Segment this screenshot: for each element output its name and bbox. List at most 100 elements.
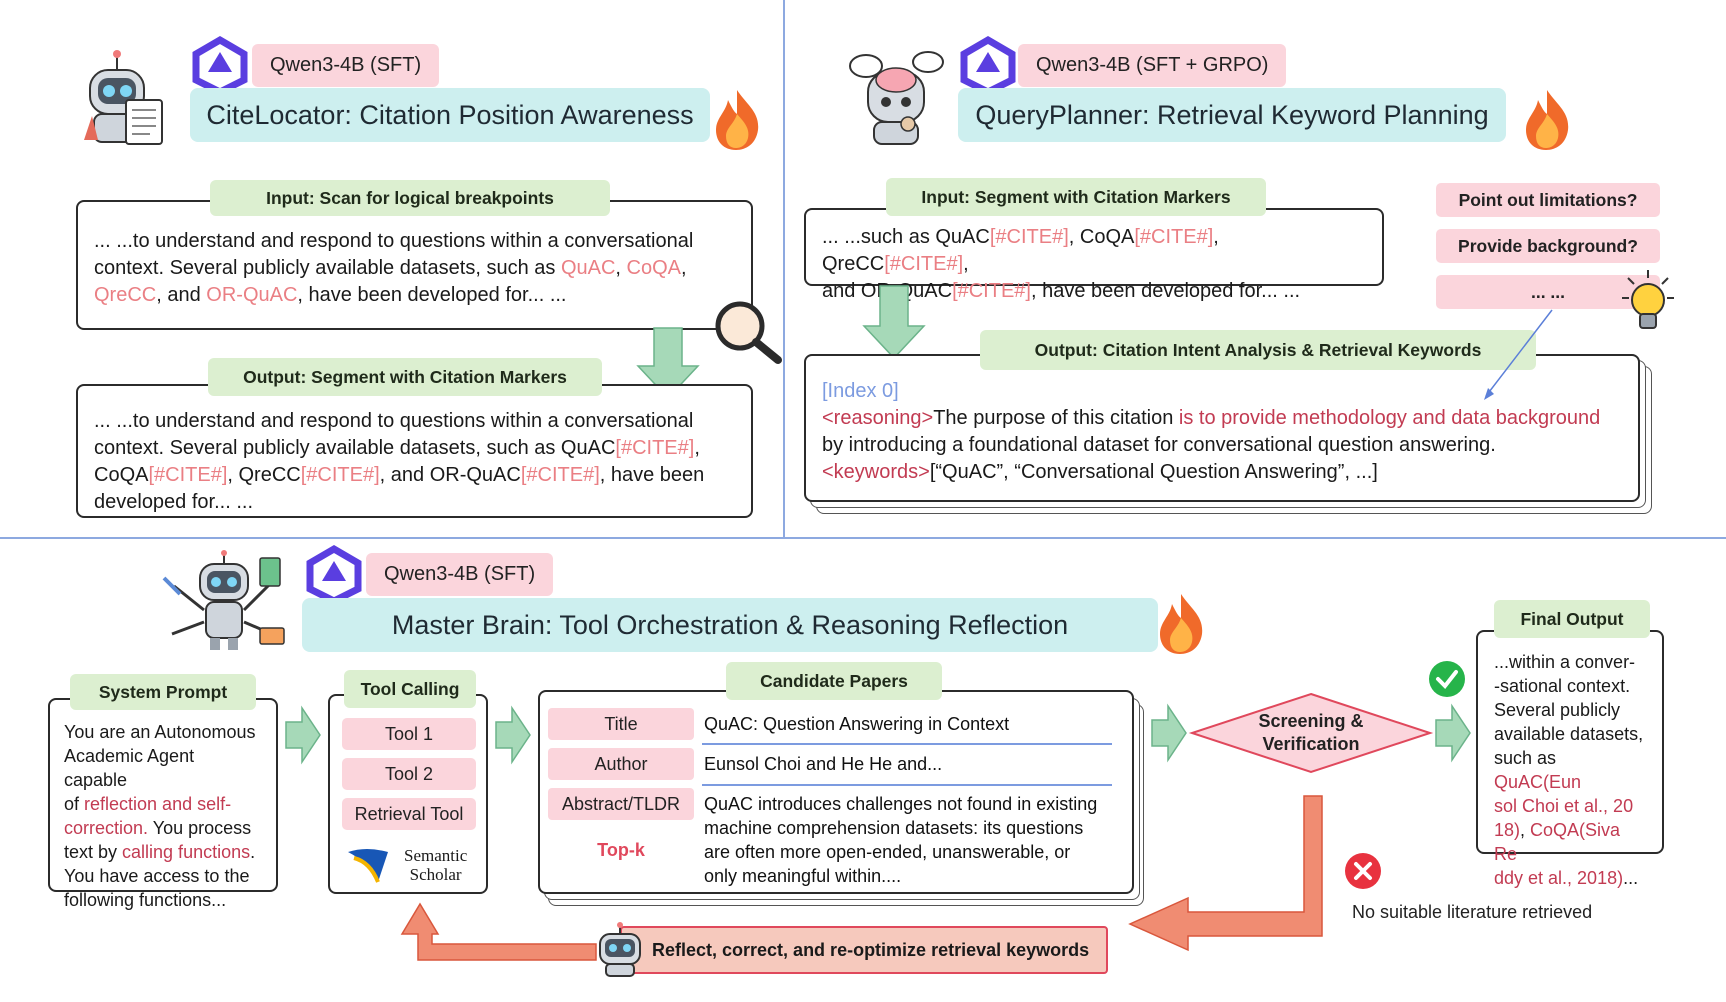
reasoning-tag: <reasoning> xyxy=(822,407,934,429)
text-line: Semantic xyxy=(404,846,468,865)
author-field-label: Author xyxy=(548,748,694,780)
intent-chip: Point out limitations? xyxy=(1436,183,1660,217)
model-tag: Qwen3-4B (SFT) xyxy=(366,553,554,596)
text-line: following functions... xyxy=(64,890,227,910)
check-icon xyxy=(1429,661,1465,697)
text-line: , have been developed for... ... xyxy=(297,284,567,306)
text-line: context. Several publicly available data… xyxy=(94,437,616,459)
title-field-label: Title xyxy=(548,708,694,740)
text-line: ...within a conver- xyxy=(1494,652,1636,672)
row-separator xyxy=(702,743,1112,745)
citation-text: sol Choi et al., 20 xyxy=(1494,796,1634,816)
reflect-text: Reflect, correct, and re-optimize retrie… xyxy=(652,940,1090,960)
text-line: You have access to the xyxy=(64,866,250,886)
text-line: only meaningful within.... xyxy=(704,866,902,886)
robot-reading-icon xyxy=(84,50,163,145)
input-box: ... ...such as QuAC[#CITE#], CoQA[#CITE#… xyxy=(804,208,1384,302)
screening-label: Screening & Verification xyxy=(1190,710,1432,756)
horizontal-divider xyxy=(0,537,1726,539)
output-label: Output: Citation Intent Analysis & Retri… xyxy=(980,330,1536,370)
paper-author: Eunsol Choi and He He and... xyxy=(704,754,943,774)
panel-title: QueryPlanner: Retrieval Keyword Planning xyxy=(958,88,1506,142)
output-label: Output: Segment with Citation Markers xyxy=(208,358,602,396)
vertical-divider xyxy=(783,0,785,538)
punct: , xyxy=(694,437,700,459)
dataset-name: CoQA xyxy=(626,257,681,279)
dataset-name: OR-QuAC xyxy=(206,284,298,306)
paper-title: QuAC: Question Answering in Context xyxy=(704,714,1010,734)
candidate-papers-label: Candidate Papers xyxy=(726,662,942,700)
text-line: QuAC introduces challenges not found in … xyxy=(704,794,1098,814)
punct: , xyxy=(681,257,687,279)
text-line: text by xyxy=(64,842,123,862)
text-line: -sational context. xyxy=(1494,676,1631,696)
semantic-scholar-text: Semantic Scholar xyxy=(404,846,467,884)
highlight-text: reflection and self- xyxy=(84,794,232,814)
punct: . xyxy=(250,842,256,862)
arrow-right-icon xyxy=(285,705,321,765)
cite-marker: [#CITE#] xyxy=(952,280,1031,302)
input-label: Input: Scan for logical breakpoints xyxy=(210,180,610,216)
punct: , xyxy=(615,257,627,279)
flame-icon xyxy=(716,90,759,150)
punct: , xyxy=(963,253,969,275)
punct: , and xyxy=(156,284,207,306)
text-line: available datasets, xyxy=(1494,724,1644,744)
cite-marker: [#CITE#] xyxy=(148,464,228,486)
flame-icon xyxy=(1526,90,1569,150)
keywords-list: [“QuAC”, “Conversational Question Answer… xyxy=(929,461,1378,483)
text-line: Academic Agent capable xyxy=(64,746,195,790)
citation-text: CoQA(Siva Re xyxy=(1494,820,1621,864)
text-line: Verification xyxy=(1262,734,1360,754)
text-line: are often more open-ended, unanswerable,… xyxy=(704,842,1071,862)
text-line: ... ...such as QuAC xyxy=(822,226,990,248)
reflect-bar xyxy=(620,926,1108,974)
highlight-text: correction. xyxy=(64,818,149,838)
text-line: , have been developed for... ... xyxy=(1030,280,1301,302)
text-line: You are an Autonomous xyxy=(64,722,256,742)
tool-item: Retrieval Tool xyxy=(342,798,476,830)
intent-chip: Provide background? xyxy=(1436,229,1660,263)
arrow-right-icon xyxy=(1435,703,1471,763)
cite-marker: [#CITE#] xyxy=(989,226,1069,248)
text-line: CoQA xyxy=(94,464,149,486)
cite-marker: [#CITE#] xyxy=(520,464,600,486)
text-line: , QreCC xyxy=(822,226,1219,275)
text-line: , have been xyxy=(599,464,705,486)
text-line: ... ...to understand and respond to ques… xyxy=(94,410,694,432)
cite-marker: [#CITE#] xyxy=(615,437,695,459)
text-line: developed for... ... xyxy=(94,491,253,513)
text-line: by introducing a foundational dataset fo… xyxy=(822,434,1496,456)
citation-text: QuAC(Eun xyxy=(1494,772,1582,792)
screening-diamond xyxy=(1188,692,1434,774)
arrow-down-icon xyxy=(862,285,926,360)
magnifier-icon xyxy=(715,301,782,364)
panel-title: CiteLocator: Citation Position Awareness xyxy=(190,88,710,142)
text-line: context. Several publicly available data… xyxy=(94,257,561,279)
text-line: of xyxy=(64,794,85,814)
model-tag: Qwen3-4B (SFT) xyxy=(252,44,440,87)
citation-text: ddy et al., 2018) xyxy=(1494,868,1624,888)
text-line: , and OR-QuAC xyxy=(379,464,521,486)
text-line: The purpose of this citation xyxy=(933,407,1179,429)
tool-item: Tool 1 xyxy=(342,718,476,750)
small-robot-icon xyxy=(599,922,641,977)
input-label: Input: Segment with Citation Markers xyxy=(886,178,1266,216)
highlight-text: calling functions xyxy=(122,842,251,862)
tool-item: Tool 2 xyxy=(342,758,476,790)
panel-title: Master Brain: Tool Orchestration & Reaso… xyxy=(302,598,1158,652)
row-separator xyxy=(702,784,1112,786)
system-prompt-box: You are an Autonomous Academic Agent cap… xyxy=(48,698,278,910)
text-line: Scholar xyxy=(409,865,462,884)
topk-label: Top-k xyxy=(597,840,645,860)
text-line: You process xyxy=(148,818,252,838)
reasoning-highlight: is to provide methodology and data backg… xyxy=(1178,407,1601,429)
cite-marker: [#CITE#] xyxy=(1134,226,1214,248)
arrow-right-icon xyxy=(1151,703,1187,763)
system-prompt-label: System Prompt xyxy=(70,674,256,710)
multitask-robot-icon xyxy=(162,550,285,650)
punct: ... xyxy=(1623,868,1639,888)
paper-abstract: QuAC introduces challenges not found in … xyxy=(704,792,1097,888)
final-output-box: ...within a conver- -sational context. S… xyxy=(1476,630,1664,888)
